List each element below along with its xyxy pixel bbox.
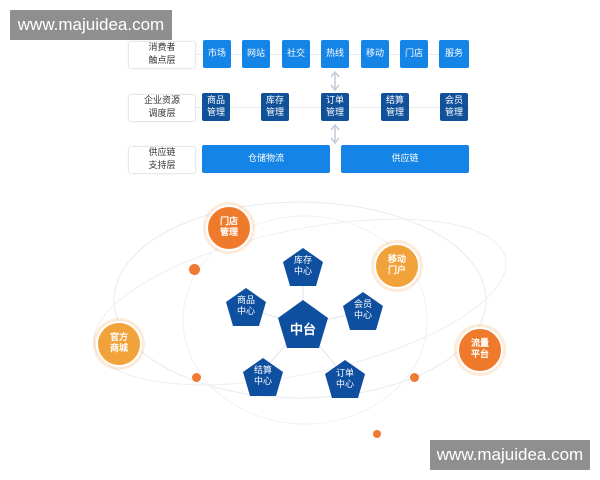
hub-node-inventory: 库存 中心 <box>293 256 312 277</box>
hub-node-settlement: 结算 中心 <box>253 366 272 387</box>
resource-item-order: 订单 管理 <box>321 93 349 121</box>
tilted-orbit <box>93 218 507 386</box>
orbit-node-official-mall: 官方 商城 <box>96 321 142 367</box>
inner-orbit <box>182 215 428 425</box>
orbit-dot <box>192 373 201 382</box>
consumer-item-hotline: 热线 <box>321 40 349 68</box>
consumer-item-service: 服务 <box>439 40 469 68</box>
resource-item-inventory: 库存 管理 <box>261 93 289 121</box>
layer-label-supply: 供应链 支持层 <box>128 146 196 174</box>
hub-node-member-shape <box>343 292 383 330</box>
orbit-node-store-management: 门店 管理 <box>206 205 252 251</box>
layer-label-consumer: 消费者 触点层 <box>128 41 196 69</box>
hub-node-order: 订单 中心 <box>335 369 354 390</box>
hub-center-label: 中台 <box>289 323 316 338</box>
hub-center-shape <box>278 300 328 348</box>
orbit-dot <box>373 430 381 438</box>
supply-item-supplychain: 供应链 <box>341 145 469 173</box>
consumer-item-market: 市场 <box>203 40 231 68</box>
arrow-up-down-2 <box>330 123 340 145</box>
hub-node-settlement-shape <box>243 358 283 396</box>
hub-node-goods-shape <box>226 288 266 326</box>
watermark-top: www.majuidea.com <box>10 10 172 40</box>
consumer-item-social: 社交 <box>282 40 310 68</box>
hub-node-member: 会员 中心 <box>353 300 372 321</box>
consumer-item-mobile: 移动 <box>361 40 389 68</box>
consumer-item-store: 门店 <box>400 40 428 68</box>
ecosystem-diagram <box>93 201 507 425</box>
orbit-node-traffic-platform: 流量 平台 <box>457 327 503 373</box>
resource-item-goods: 商品 管理 <box>202 93 230 121</box>
resource-item-member: 会员 管理 <box>440 93 468 121</box>
hub-node-inventory-shape <box>283 248 323 286</box>
supply-item-warehouse: 仓储物流 <box>202 145 330 173</box>
arrow-up-down-1 <box>330 70 340 92</box>
orbit-dot <box>410 373 419 382</box>
consumer-item-website: 网站 <box>242 40 270 68</box>
orbit-node-mobile-portal: 移动 门户 <box>374 243 420 289</box>
hub-node-order-shape <box>325 360 365 398</box>
outer-orbit <box>113 201 487 399</box>
orbit-dot <box>189 264 200 275</box>
layer-label-resource: 企业资源 调度层 <box>128 94 196 122</box>
resource-item-settlement: 结算 管理 <box>381 93 409 121</box>
watermark-bottom: www.majuidea.com <box>430 440 590 470</box>
hub-node-goods: 商品 中心 <box>236 296 255 317</box>
